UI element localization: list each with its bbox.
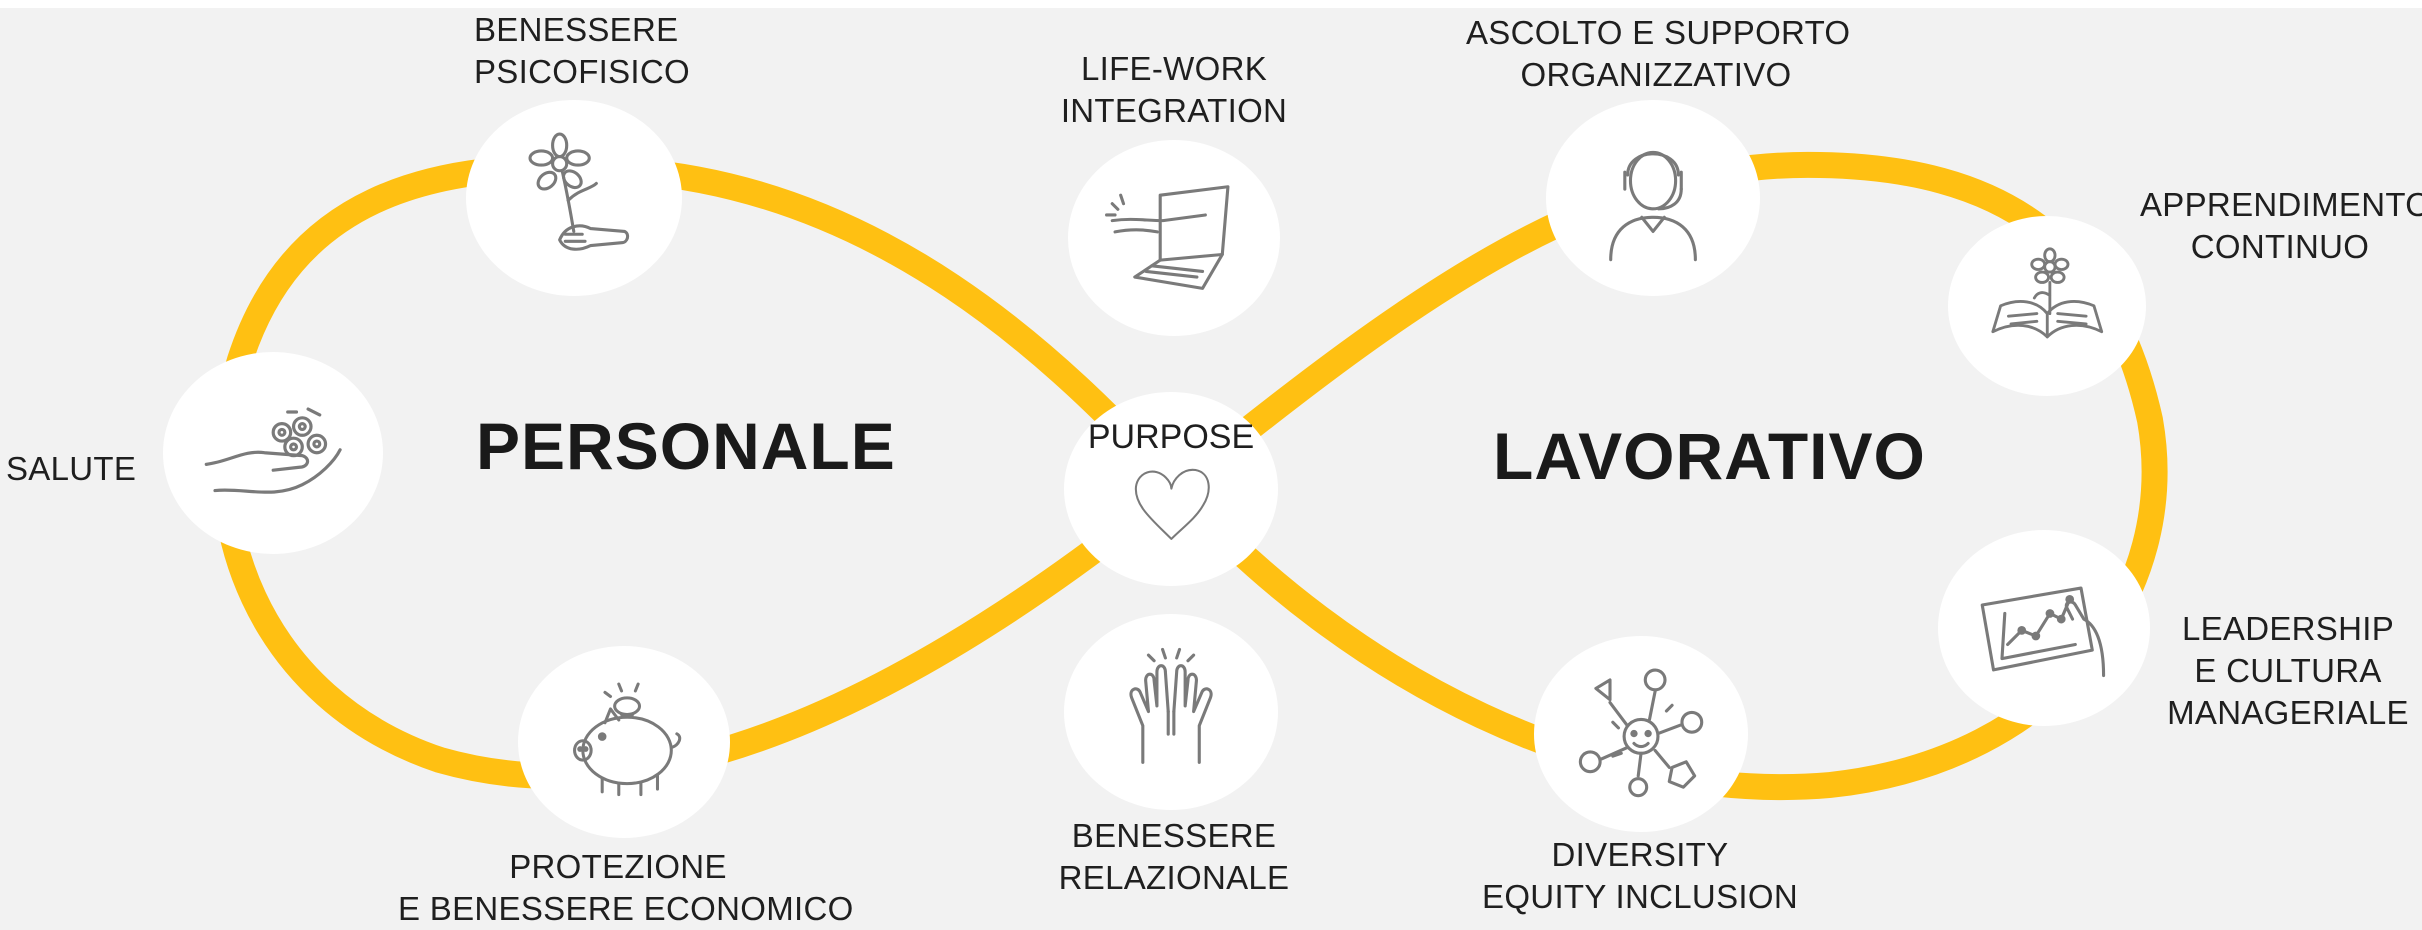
node-diversity: [1534, 636, 1748, 832]
section-title-personale: PERSONALE: [476, 409, 896, 483]
purpose-node: PURPOSE: [1064, 392, 1278, 586]
label-ascolto: ASCOLTO E SUPPORTO ORGANIZZATIVO: [1466, 14, 1851, 93]
flower-in-hand-icon: [528, 132, 630, 252]
label-leadership: LEADERSHIP E CULTURA MANAGERIALE: [2167, 610, 2409, 731]
label-life-work: LIFE-WORK INTEGRATION: [1060, 50, 1288, 129]
headset-operator-icon: [1609, 151, 1697, 262]
purpose-label: PURPOSE: [1087, 417, 1255, 456]
label-benessere-relazionale: BENESSERE RELAZIONALE: [1058, 817, 1290, 896]
heart-icon: [1134, 468, 1210, 540]
node-apprendimento: [1948, 216, 2146, 396]
network-people-icon: [1578, 668, 1704, 798]
node-salute: [163, 352, 383, 554]
label-apprendimento: APPRENDIMENTO CONTINUO: [2140, 186, 2422, 265]
book-with-flower-icon: [1991, 247, 2103, 339]
section-title-lavorativo: LAVORATIVO: [1493, 419, 1926, 493]
node-benessere-relazionale: [1064, 614, 1278, 810]
node-life-work: [1068, 140, 1280, 336]
label-diversity: DIVERSITY EQUITY INCLUSION: [1482, 836, 1798, 915]
tablet-chart-icon: [1980, 586, 2105, 678]
label-salute: SALUTE: [6, 450, 137, 487]
node-benessere-psicofisico: [466, 100, 682, 296]
node-leadership: [1938, 530, 2150, 726]
hands-holding-flowers-icon: [204, 407, 342, 495]
top-strip: [0, 0, 2422, 8]
node-ascolto: [1546, 100, 1760, 296]
node-protezione: [518, 646, 730, 838]
piggy-bank-icon: [572, 682, 681, 797]
high-five-icon: [1129, 648, 1213, 765]
label-benessere-psicofisico: BENESSERE PSICOFISICO: [474, 11, 690, 90]
laptop-icon: [1104, 185, 1230, 291]
label-protezione: PROTEZIONE E BENESSERE ECONOMICO: [398, 848, 854, 927]
